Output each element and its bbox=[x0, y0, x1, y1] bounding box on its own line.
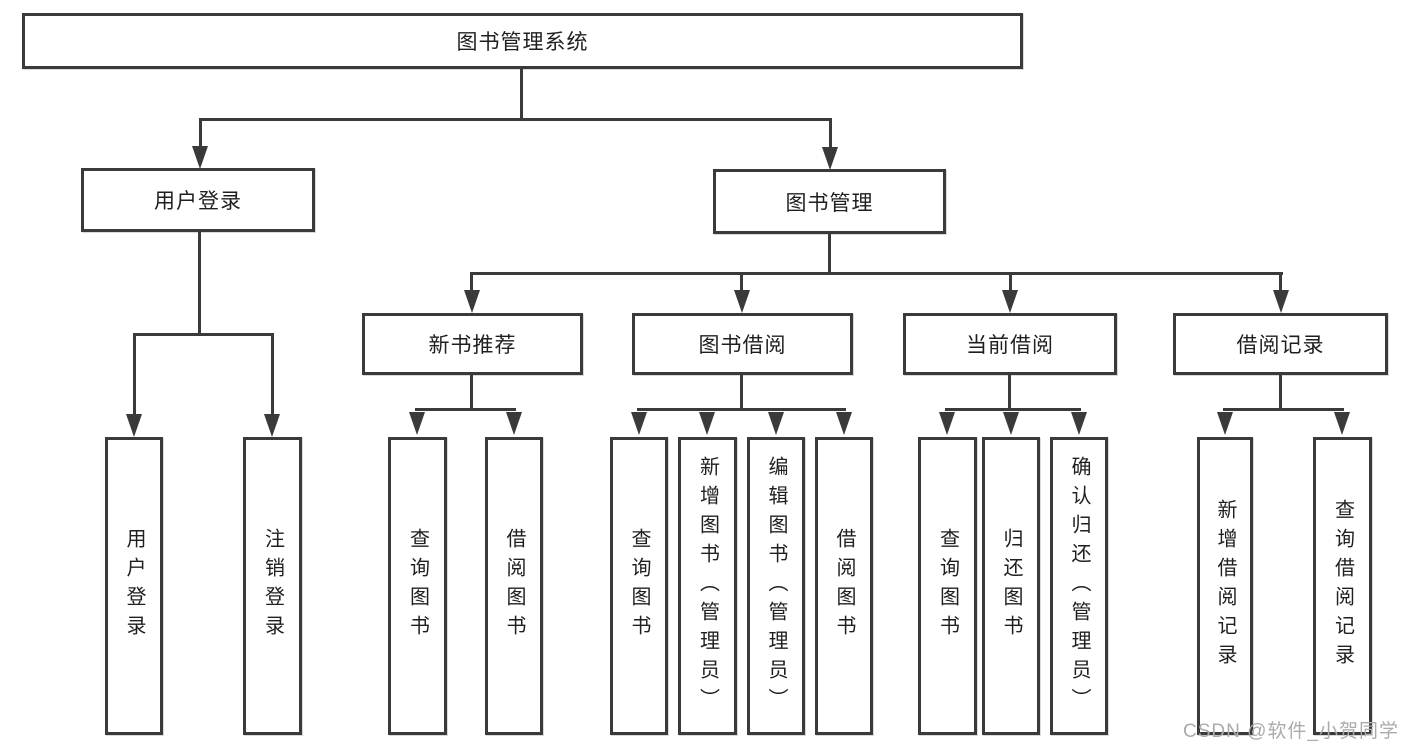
leaf-user-login: 用户登录 bbox=[105, 437, 163, 735]
arrowhead-down-icon bbox=[1071, 412, 1087, 435]
leaf-record-add: 新增借阅记录 bbox=[1197, 437, 1253, 735]
node-book-mgmt: 图书管理 bbox=[713, 169, 946, 234]
node-book-borrow-label: 图书借阅 bbox=[698, 334, 787, 357]
edge-line bbox=[199, 118, 832, 121]
edge-line bbox=[740, 375, 743, 411]
arrowhead-down-icon bbox=[822, 147, 838, 170]
edge-line bbox=[415, 408, 516, 411]
leaf-record-query-label: 查询借阅记录 bbox=[1331, 499, 1354, 673]
watermark: CSDN @软件_小贺同学 bbox=[1183, 721, 1399, 742]
leaf-newbook-query-label: 查询图书 bbox=[406, 528, 429, 644]
leaf-borrow-borrow: 借阅图书 bbox=[815, 437, 873, 735]
edge-line bbox=[198, 232, 201, 335]
leaf-current-return: 归还图书 bbox=[982, 437, 1040, 735]
arrowhead-down-icon bbox=[836, 412, 852, 435]
arrowhead-down-icon bbox=[699, 412, 715, 435]
arrowhead-down-icon bbox=[1334, 412, 1350, 435]
arrowhead-down-icon bbox=[768, 412, 784, 435]
node-borrow-records: 借阅记录 bbox=[1173, 313, 1388, 375]
edge-line bbox=[829, 118, 832, 149]
leaf-current-query-label: 查询图书 bbox=[936, 528, 959, 644]
node-borrow-records-label: 借阅记录 bbox=[1236, 334, 1325, 357]
leaf-record-add-label: 新增借阅记录 bbox=[1214, 499, 1236, 673]
edge-line bbox=[471, 272, 1283, 275]
leaf-borrow-borrow-label: 借阅图书 bbox=[833, 528, 855, 644]
edge-line bbox=[470, 272, 473, 292]
leaf-newbook-borrow-label: 借阅图书 bbox=[503, 528, 525, 644]
leaf-current-query: 查询图书 bbox=[918, 437, 977, 735]
leaf-borrow-edit: 编辑图书（管理员） bbox=[747, 437, 805, 735]
edge-line bbox=[520, 69, 523, 121]
edge-line bbox=[1279, 375, 1282, 411]
arrowhead-down-icon bbox=[1217, 412, 1233, 435]
edge-line bbox=[1279, 272, 1282, 292]
edge-line bbox=[1223, 408, 1344, 411]
arrowhead-down-icon bbox=[192, 146, 208, 169]
leaf-logout: 注销登录 bbox=[243, 437, 302, 735]
node-book-mgmt-label: 图书管理 bbox=[785, 191, 874, 215]
arrowhead-down-icon bbox=[1273, 290, 1289, 313]
node-current-borrow-label: 当前借阅 bbox=[966, 334, 1054, 357]
leaf-logout-label: 注销登录 bbox=[261, 528, 284, 644]
leaf-borrow-add: 新增图书（管理员） bbox=[678, 437, 737, 735]
edge-line bbox=[828, 234, 831, 275]
node-current-borrow: 当前借阅 bbox=[903, 313, 1117, 375]
edge-line bbox=[945, 408, 1081, 411]
arrowhead-down-icon bbox=[1003, 412, 1019, 435]
arrowhead-down-icon bbox=[1002, 290, 1018, 313]
node-root: 图书管理系统 bbox=[22, 13, 1023, 69]
arrowhead-down-icon bbox=[264, 414, 280, 437]
edge-line bbox=[470, 375, 473, 411]
leaf-current-confirm-label: 确认归还（管理员） bbox=[1068, 455, 1090, 717]
leaf-record-query: 查询借阅记录 bbox=[1313, 437, 1372, 735]
node-root-label: 图书管理系统 bbox=[456, 31, 589, 54]
node-new-book-label: 新书推荐 bbox=[428, 334, 517, 357]
leaf-current-confirm: 确认归还（管理员） bbox=[1050, 437, 1108, 735]
edge-line bbox=[271, 333, 274, 415]
edge-line bbox=[1008, 375, 1011, 411]
leaf-borrow-query: 查询图书 bbox=[610, 437, 668, 735]
edge-line bbox=[637, 408, 846, 411]
arrowhead-down-icon bbox=[126, 414, 142, 437]
edge-line bbox=[199, 118, 202, 148]
leaf-borrow-edit-label: 编辑图书（管理员） bbox=[765, 455, 787, 717]
edge-line bbox=[133, 333, 274, 336]
node-book-borrow: 图书借阅 bbox=[632, 313, 853, 375]
edge-line bbox=[133, 333, 136, 415]
arrowhead-down-icon bbox=[464, 290, 480, 313]
arrowhead-down-icon bbox=[734, 290, 750, 313]
node-user-login: 用户登录 bbox=[81, 168, 315, 232]
arrowhead-down-icon bbox=[939, 412, 955, 435]
arrowhead-down-icon bbox=[409, 412, 425, 435]
leaf-current-return-label: 归还图书 bbox=[1000, 528, 1022, 644]
leaf-newbook-query: 查询图书 bbox=[388, 437, 447, 735]
node-new-book: 新书推荐 bbox=[362, 313, 583, 375]
leaf-user-login-label: 用户登录 bbox=[123, 528, 145, 644]
arrowhead-down-icon bbox=[506, 412, 522, 435]
edge-line bbox=[740, 272, 743, 292]
edge-line bbox=[1009, 272, 1012, 292]
node-user-login-label: 用户登录 bbox=[154, 190, 242, 213]
leaf-borrow-add-label: 新增图书（管理员） bbox=[696, 455, 719, 717]
leaf-borrow-query-label: 查询图书 bbox=[628, 528, 650, 644]
leaf-newbook-borrow: 借阅图书 bbox=[485, 437, 543, 735]
arrowhead-down-icon bbox=[631, 412, 647, 435]
